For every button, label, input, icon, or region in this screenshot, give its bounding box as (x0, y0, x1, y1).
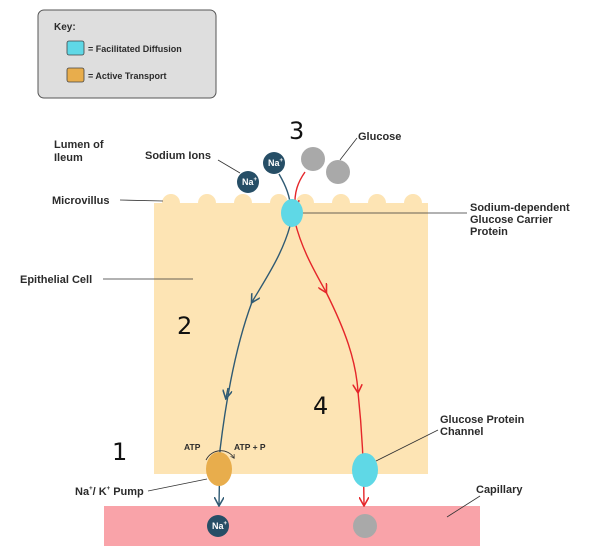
sodium-arrow-midcell (226, 387, 228, 398)
key-legend: Key: = Facilitated Diffusion = Active Tr… (37, 9, 217, 99)
carrier-label-line1: Sodium-dependent (470, 202, 570, 214)
sodium-ion-circle (263, 152, 285, 174)
sodium-path-descent (219, 301, 253, 505)
sodium-potassium-pump (206, 452, 232, 486)
active-key-label: = Active Transport (88, 71, 166, 81)
capillary-label: Capillary (476, 484, 523, 496)
sodium-ion-text: Na+ (242, 177, 258, 187)
atp-label: ATP (184, 442, 201, 452)
sodium-ion-text: Na+ (268, 158, 284, 168)
lumen-label-line1: Lumen of (54, 139, 104, 151)
glucose-path-exit (357, 391, 364, 505)
channel-label-line1: Glucose Protein (440, 414, 525, 426)
glucose-label: Glucose (358, 131, 401, 143)
microvillus-label: Microvillus (52, 195, 109, 207)
step-number-3: 3 (289, 117, 304, 145)
sodium-glucose-carrier-protein (281, 199, 303, 227)
sodium-ions-leader (217, 159, 241, 174)
facilitated-swatch (66, 40, 85, 56)
glucose-leader (339, 137, 358, 161)
step-number-2: 2 (177, 312, 192, 340)
glucose-protein-channel (352, 453, 378, 487)
glucose-molecule-lumen-1 (301, 147, 325, 171)
step-number-4: 4 (313, 392, 328, 420)
key-title: Key: (54, 22, 76, 33)
channel-label-line2: Channel (440, 426, 483, 438)
sodium-ion-lumen-1: Na+ (263, 152, 285, 174)
carrier-label-line2: Glucose Carrier (470, 214, 553, 226)
facilitated-key-label: = Facilitated Diffusion (88, 44, 182, 54)
sodium-ion-capillary: Na+ (207, 515, 229, 537)
pump-leader (147, 478, 208, 492)
glucose-molecule-capillary (353, 514, 377, 538)
glucose-path-descent (325, 291, 358, 392)
sodium-ion-circle (237, 171, 259, 193)
active-swatch (66, 67, 85, 83)
pump-label: Na+/ K+ Pump (75, 486, 144, 498)
glucose-molecule-lumen-2 (326, 160, 350, 184)
step-number-1: 1 (112, 438, 127, 466)
atp-p-label: ATP + P (234, 442, 266, 452)
lumen-label-line2: Ileum (54, 152, 83, 164)
sodium-path-cell (252, 225, 291, 302)
capillary (104, 506, 480, 546)
sodium-ion-circle (207, 515, 229, 537)
sodium-ions-label: Sodium Ions (145, 150, 211, 162)
capillary-leader (446, 495, 481, 518)
sodium-ion-text: Na+ (212, 521, 228, 531)
epithelial-cell (154, 194, 428, 474)
glucose-path-cell (294, 221, 326, 292)
microvillus-leader (119, 199, 164, 202)
atp-arrow (205, 450, 234, 461)
epithelial-cell-label: Epithelial Cell (20, 274, 92, 286)
sodium-ion-lumen-2: Na+ (237, 171, 259, 193)
glucose-channel-leader (375, 429, 439, 462)
carrier-label-line3: Protein (470, 226, 508, 238)
